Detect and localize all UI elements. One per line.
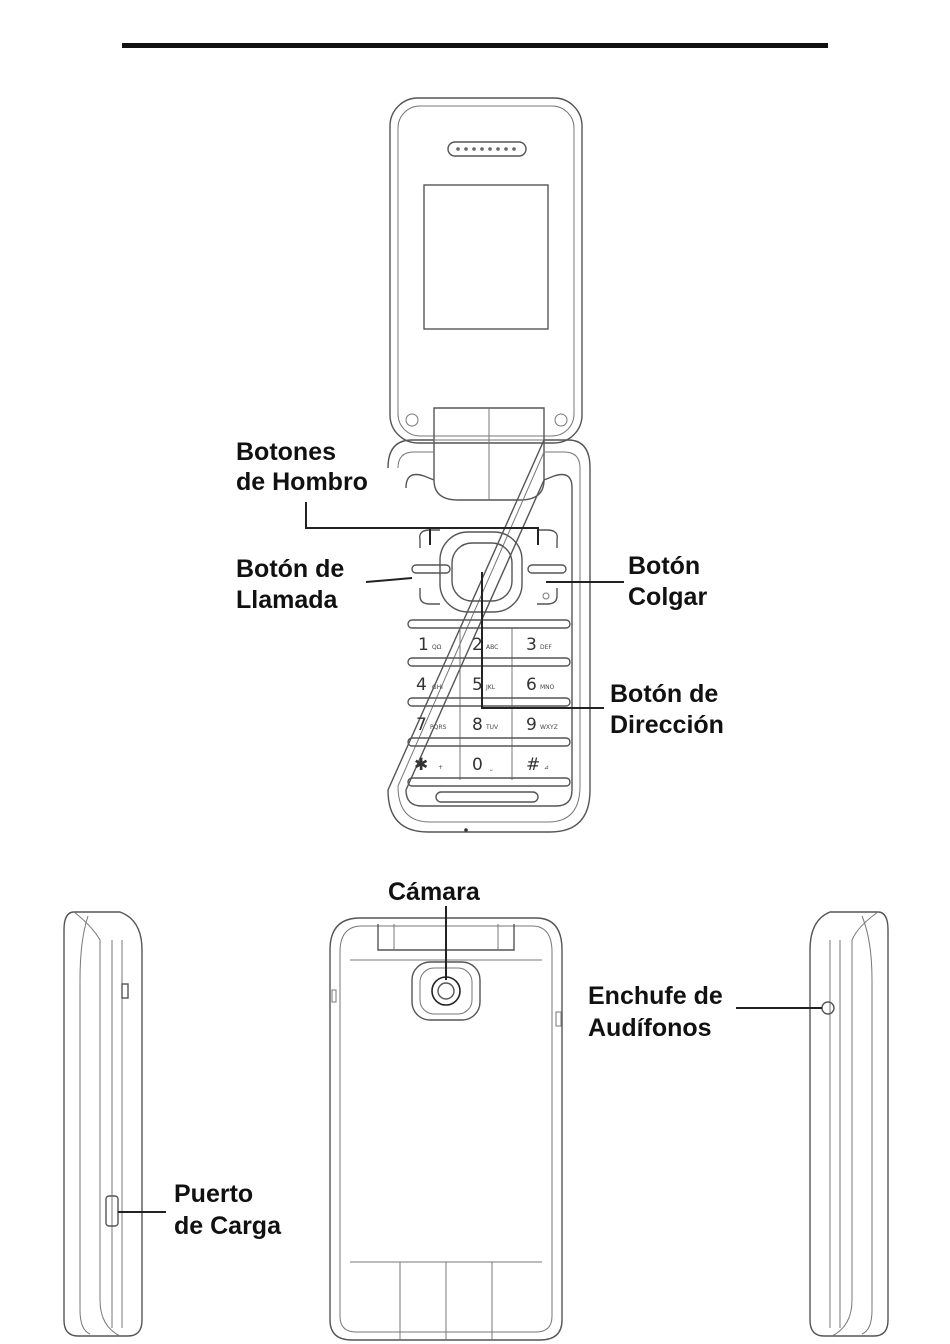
label-headset-jack-line1: Enchufe de [588, 982, 723, 1010]
hinge-screw-left [406, 414, 418, 426]
label-call-button-line2: Llamada [236, 586, 339, 614]
key-2-sub: ABC [486, 644, 498, 651]
label-shoulder-buttons-line2: de Hombro [236, 468, 368, 496]
key-7-sub: PQRS [430, 724, 447, 731]
label-shoulder-buttons-line1: Botones [236, 438, 336, 466]
phone-back-view [330, 918, 562, 1340]
key-8-sub: TUV [485, 724, 499, 731]
key-1: 1 [418, 635, 429, 655]
key-9: 9 [526, 715, 537, 735]
key-6: 6 [526, 675, 537, 695]
key-3: 3 [526, 635, 537, 655]
speaker-holes [456, 147, 516, 151]
key-star: ✱ [414, 755, 428, 775]
keypad: 1 QΩ 2 ABC 3 DEF 4 GHI 5 JKL 6 MNO 7 PQR… [414, 635, 558, 775]
key-1-sub: QΩ [432, 644, 442, 651]
key-4-sub: GHI [432, 684, 443, 691]
label-navigation-button-line2: Dirección [610, 711, 724, 739]
upper-flip-outline [390, 98, 582, 443]
label-end-button-line2: Colgar [628, 583, 707, 611]
power-icon [543, 593, 549, 599]
key-hash-sub: ⊿ [544, 764, 549, 771]
phone-left-side-view [64, 912, 142, 1336]
key-0: 0 [472, 755, 483, 775]
key-4: 4 [416, 675, 427, 695]
headset-jack [822, 1002, 834, 1014]
call-button [412, 565, 450, 573]
open-phone-front: 1 QΩ 2 ABC 3 DEF 4 GHI 5 JKL 6 MNO 7 PQR… [388, 98, 590, 832]
microphone-hole [464, 828, 468, 832]
leader-lines-front [306, 502, 624, 708]
main-screen [424, 185, 548, 329]
label-call-button-line1: Botón de [236, 555, 344, 583]
shoulder-button-right [537, 530, 557, 548]
phone-right-side-view [810, 912, 888, 1336]
key-6-sub: MNO [540, 684, 555, 691]
label-charge-port-line2: de Carga [174, 1212, 282, 1240]
key-3-sub: DEF [540, 644, 552, 651]
label-navigation-button-line1: Botón de [610, 680, 718, 708]
key-5-sub: JKL [485, 684, 496, 691]
key-hash: # [526, 755, 540, 775]
label-charge-port-line1: Puerto [174, 1180, 253, 1208]
key-9-sub: WXYZ [540, 724, 558, 731]
key-0-sub: ⎵ [490, 764, 493, 771]
key-8: 8 [472, 715, 483, 735]
end-button [528, 565, 566, 573]
label-headset-jack-line2: Audífonos [588, 1014, 712, 1042]
camera-lens [432, 977, 460, 1005]
hinge-screw-right [555, 414, 567, 426]
label-camera: Cámara [388, 878, 481, 906]
header-rule [122, 43, 828, 48]
key-7: 7 [416, 715, 427, 735]
key-star-sub: + [438, 764, 443, 771]
label-end-button-line1: Botón [628, 552, 700, 580]
